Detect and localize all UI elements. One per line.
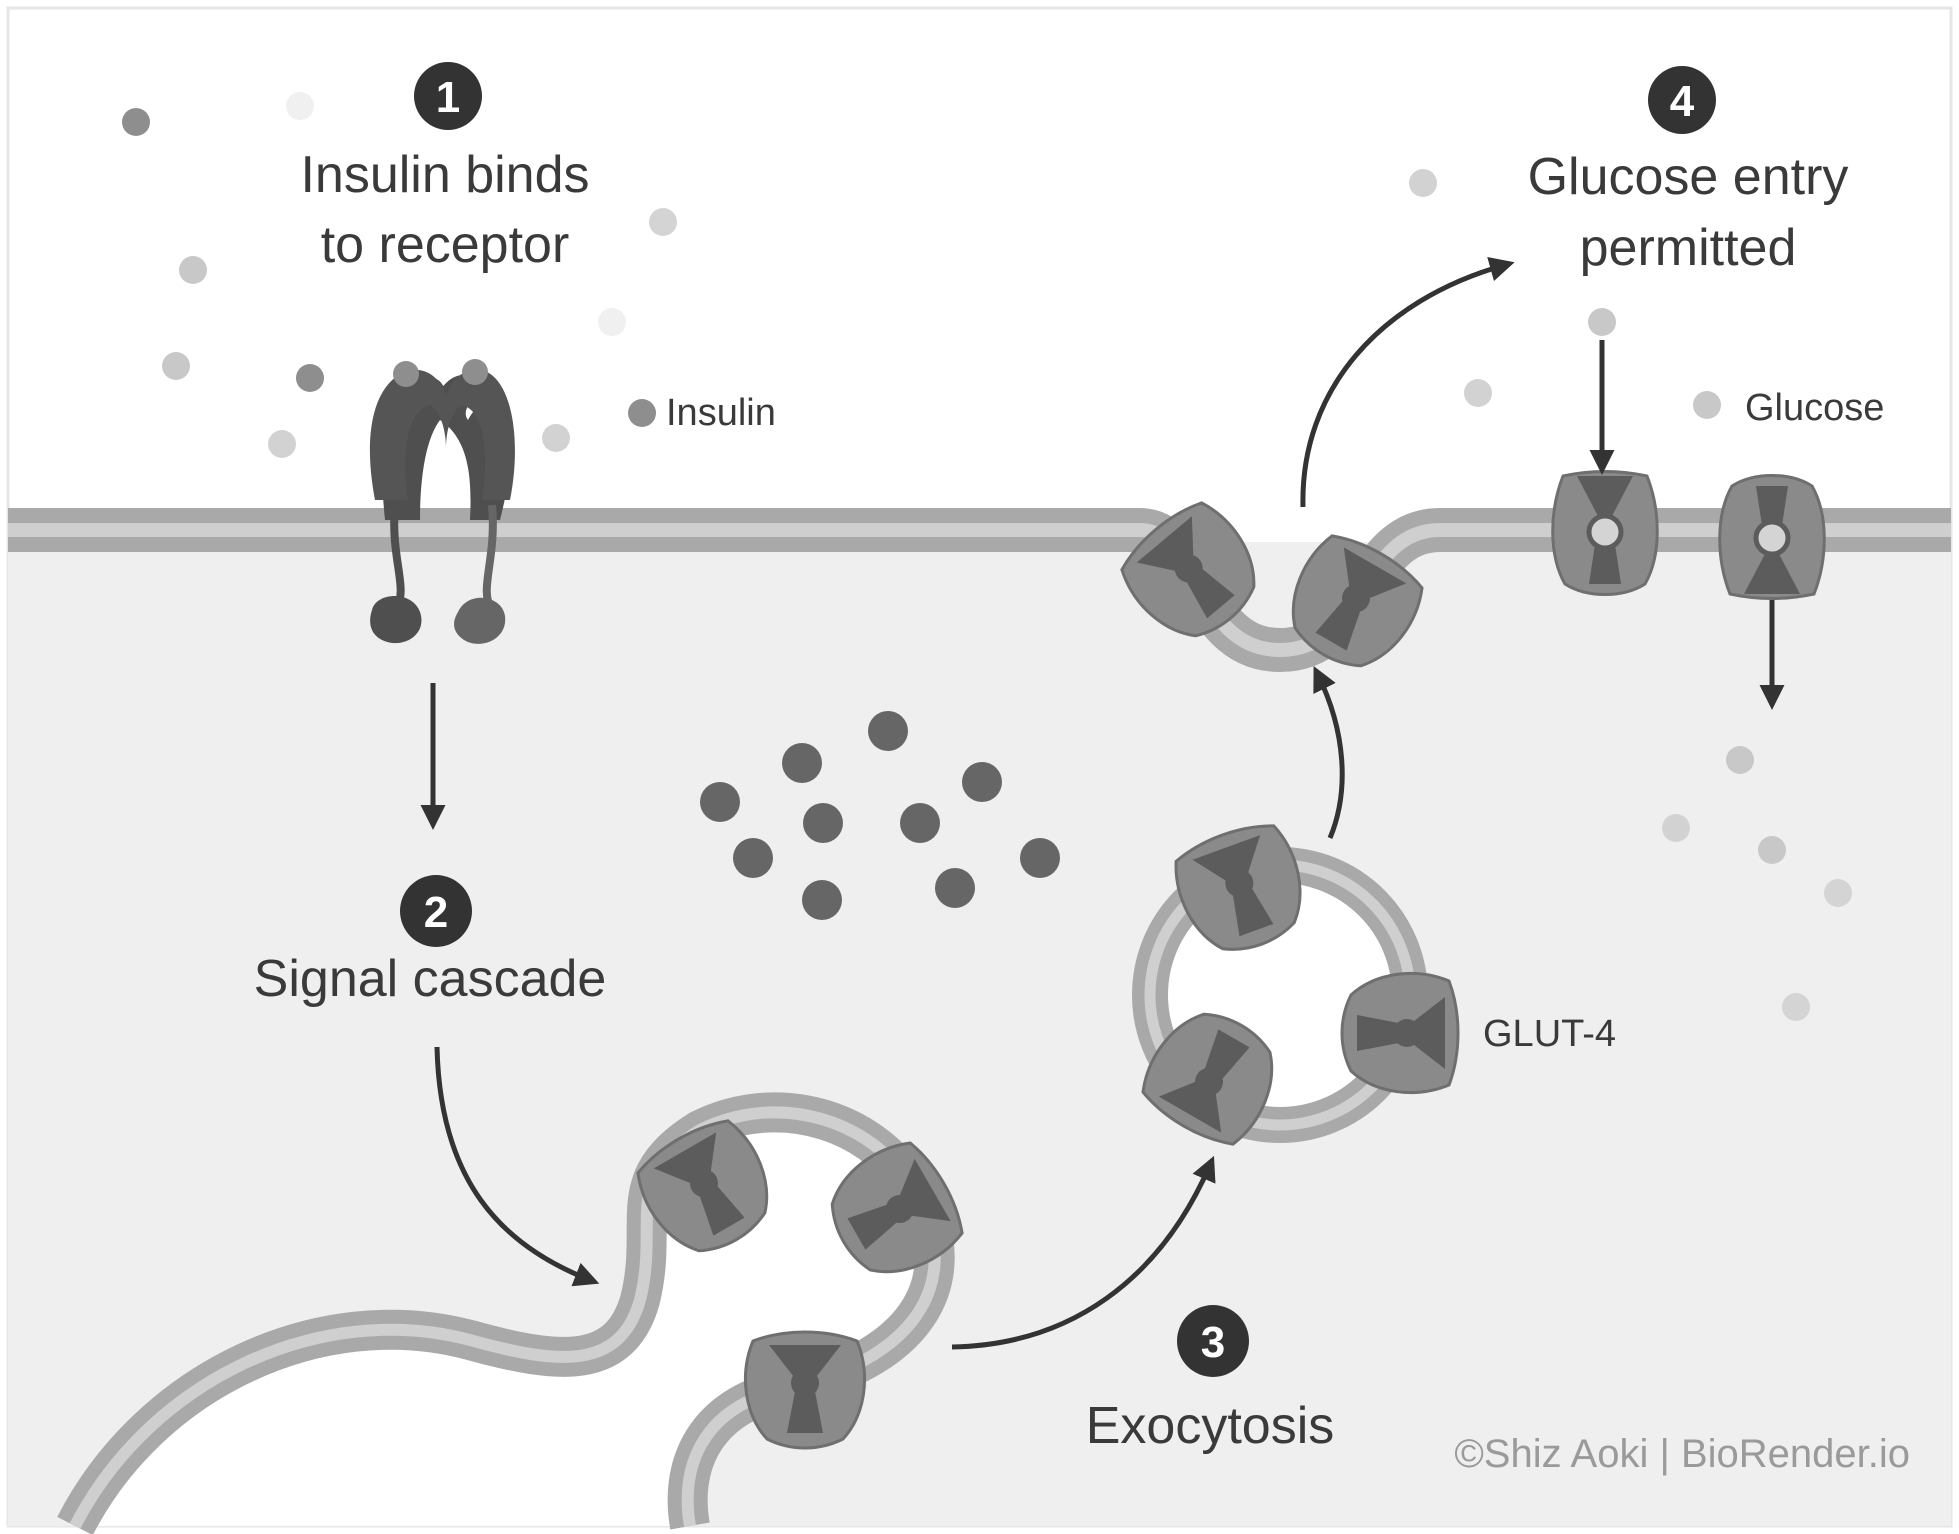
glut4-transporter [1340,971,1460,1095]
credit-text: ©Shiz Aoki | BioRender.io [1454,1432,1910,1476]
svg-text:3: 3 [1201,1318,1225,1367]
step-3-label: Exocytosis [1086,1397,1335,1455]
step-badge-2: 2 [400,875,472,947]
glut4-transporter [743,1330,867,1450]
step-badge-4: 4 [1648,66,1716,134]
step-badge-1: 1 [414,62,482,130]
process-arrows [420,257,1785,1350]
svg-text:2: 2 [424,888,448,937]
step-1-label-line-1: Insulin binds [300,146,589,204]
glucose-legend-dot [1693,391,1721,419]
insulin-legend-label: Insulin [666,392,776,434]
arrow-vesicle-to-membrane [1313,666,1345,839]
insulin-receptor [369,359,515,644]
step-4-label-line-2: permitted [1580,219,1797,277]
step-badge-3: 3 [1177,1305,1249,1377]
step-4-label-line-1: Glucose entry [1528,148,1849,206]
arrow-to-glucose-entry [1300,257,1515,508]
step-1-label-line-2: to receptor [321,216,570,274]
signal-molecules [700,711,1060,920]
svg-text:4: 4 [1670,77,1695,126]
glucose-legend-label: Glucose [1745,387,1884,429]
svg-text:1: 1 [436,73,460,122]
glut4-glucose-channel [1720,476,1825,599]
insulin-molecules [122,92,677,458]
insulin-legend-dot [628,399,656,427]
arrow-cascade-to-vesicle [434,1046,600,1287]
glucose-molecules [1409,169,1852,1021]
arrow-exocytosis [951,1155,1216,1350]
step-2-label: Signal cascade [254,950,607,1008]
glut4-glucose-channel [1553,472,1658,595]
glut4-label: GLUT-4 [1483,1013,1616,1055]
